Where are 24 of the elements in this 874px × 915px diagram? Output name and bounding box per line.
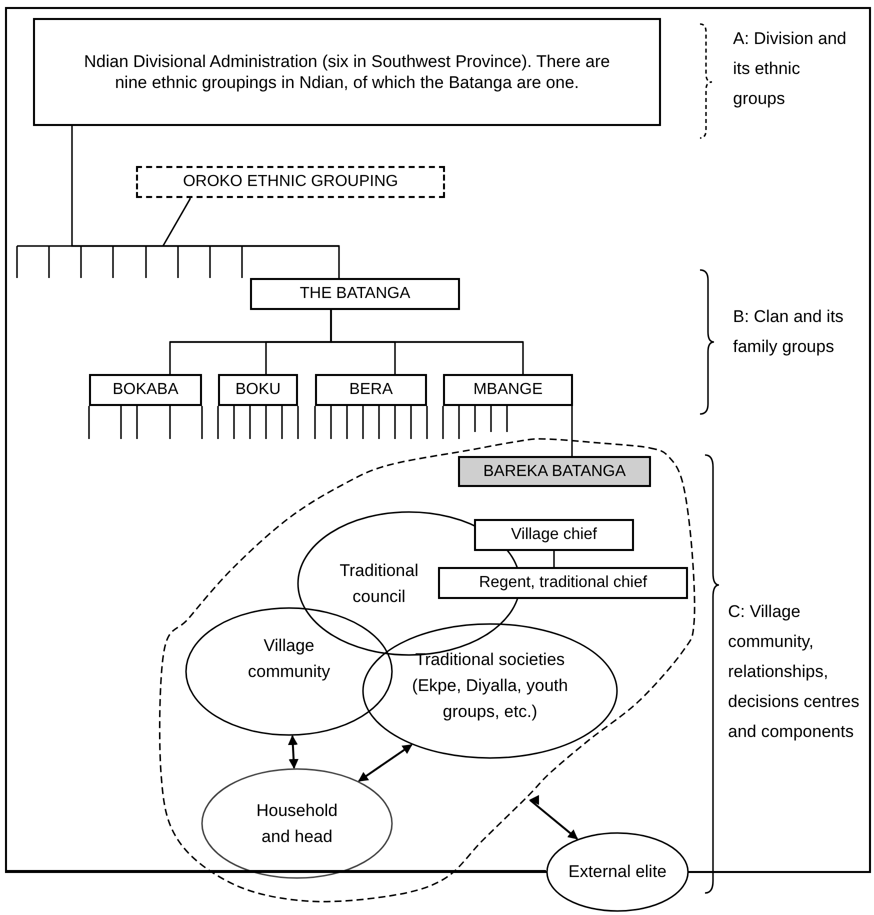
highlighted-box: BAREKA BATANGA — [458, 456, 651, 487]
connector-line — [330, 310, 524, 374]
text-box: Regent, traditional chief — [438, 567, 688, 599]
section-label: C: Village community, relationships, decisions centres and components — [728, 601, 860, 743]
connector-line — [571, 406, 573, 456]
text-box: BOKU — [218, 374, 298, 406]
text-box: BOKABA — [89, 374, 202, 406]
group-ellipse: External elite — [546, 832, 689, 912]
group-ellipse: Traditional societies (Ekpe, Diyalla, youth groups, etc.) — [362, 623, 618, 759]
group-ellipse: Village community — [185, 607, 393, 736]
double-arrow — [358, 744, 412, 782]
text-box: Village chief — [474, 519, 634, 551]
text-box: THE BATANGA — [250, 278, 460, 310]
text-box: MBANGE — [443, 374, 573, 406]
dashed-box: OROKO ETHNIC GROUPING — [136, 166, 445, 198]
connector-line — [71, 126, 340, 278]
group-ellipse: Household and head — [201, 768, 393, 879]
text-box: BERA — [315, 374, 427, 406]
connector-line — [553, 551, 555, 567]
section-label: A: Division and its ethnic groups — [733, 28, 848, 110]
leader-line — [162, 198, 191, 246]
double-arrow — [288, 734, 299, 770]
text-box: Ndian Divisional Administration (six in Southwest Province). There are nine ethnic groupings in Ndian, of which the Batanga are one. — [33, 18, 661, 126]
section-label: B: Clan and its family groups — [733, 306, 845, 358]
